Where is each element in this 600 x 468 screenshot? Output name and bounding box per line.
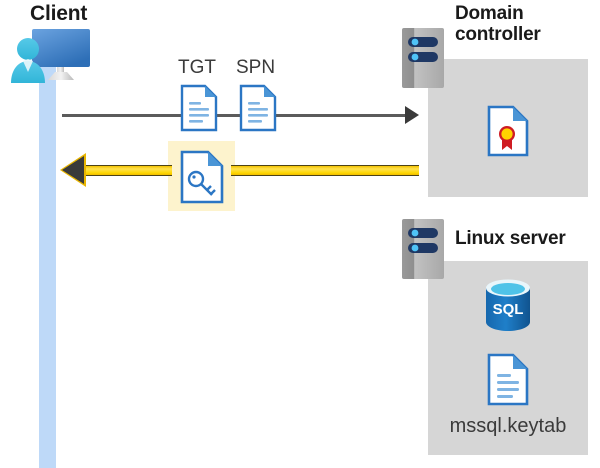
- client-lifeline: [39, 62, 56, 468]
- request-line: [62, 114, 411, 117]
- sql-database-icon: SQL: [482, 278, 534, 337]
- tgt-label: TGT: [178, 57, 216, 78]
- response-line-right: [231, 165, 419, 176]
- request-arrowhead-icon: [405, 106, 419, 124]
- keytab-caption: mssql.keytab: [449, 415, 567, 437]
- domain-controller-title: Domain controller: [455, 3, 595, 46]
- linux-server-title: Linux server: [455, 228, 566, 249]
- service-ticket-document-key-icon: [180, 150, 224, 204]
- linux-server-server-rack-icon: [402, 219, 444, 284]
- domain-controller-title-line2: controller: [455, 24, 541, 46]
- domain-controller-title-line1: Domain: [455, 3, 524, 24]
- sql-database-caption: SQL: [493, 301, 524, 318]
- user-workstation-icon: [5, 26, 95, 88]
- spn-label: SPN: [236, 57, 276, 78]
- certificate-document-icon: [487, 105, 529, 157]
- response-line-left: [78, 165, 172, 176]
- spn-document-icon: [239, 84, 277, 132]
- tgt-document-icon: [180, 84, 218, 132]
- domain-controller-server-rack-icon: [402, 28, 444, 93]
- response-arrowhead-icon: [62, 156, 84, 184]
- client-title: Client: [30, 2, 88, 25]
- keytab-document-icon: [487, 353, 529, 407]
